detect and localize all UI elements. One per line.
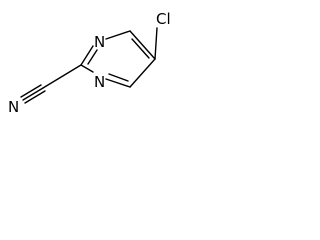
ring-double-c4-n3	[108, 73, 129, 82]
atom-labels: N N Cl N	[8, 10, 171, 116]
nitrile-triple-bond-3	[24, 90, 46, 104]
c5-cl-bond	[154, 27, 158, 60]
ring-bond-n1-c6	[105, 30, 131, 40]
chlorine-label: Cl	[156, 10, 171, 28]
ring-bond-n3-c2	[80, 64, 94, 73]
ring-bond-c2-n1	[80, 45, 94, 66]
nitrile-triple-bond-2	[20, 84, 42, 98]
ring-bond-c4-n3	[105, 78, 131, 88]
nitrile-nitrogen-label: N	[8, 98, 19, 116]
ring-bond-c6-c5	[129, 30, 156, 60]
bonds	[20, 27, 158, 104]
ring-double-c2-n1	[87, 49, 98, 65]
nitrile-single-bond	[42, 64, 82, 89]
ring-bond-c5-c4	[129, 58, 156, 88]
ring-nitrogen-top-label: N	[94, 33, 105, 51]
ring-double-c6-c5	[131, 38, 150, 59]
chemical-structure: N N Cl N	[8, 10, 171, 116]
nitrile-triple-bond-1	[22, 87, 44, 101]
ring-nitrogen-bottom-label: N	[94, 73, 105, 91]
